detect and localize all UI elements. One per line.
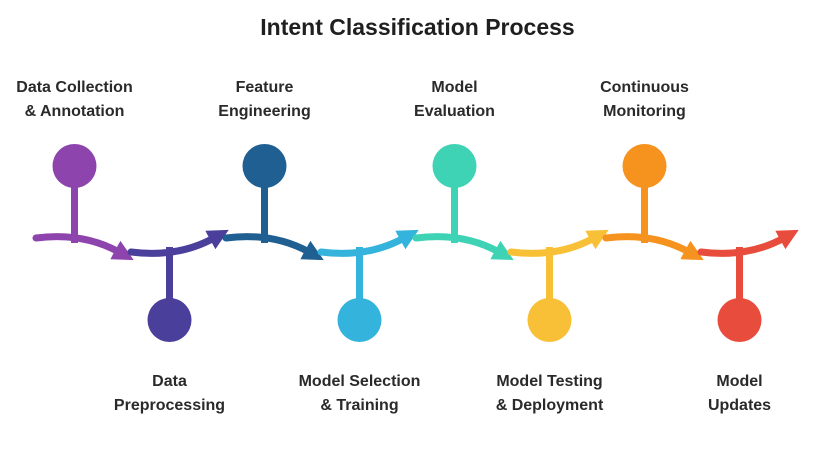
step-3 — [222, 144, 324, 261]
step-label: Data Collection & Annotation — [0, 76, 160, 124]
flow-arrow — [412, 233, 514, 261]
step-label-line2: & Deployment — [495, 397, 604, 414]
step-node — [147, 298, 192, 342]
step-node — [622, 144, 667, 188]
step-2 — [127, 229, 229, 342]
step-label: Model Selection & Training — [275, 370, 445, 418]
flow-arrow — [127, 229, 229, 257]
step-node — [717, 298, 762, 342]
step-label-line1: Model Testing — [496, 373, 603, 390]
step-node — [337, 298, 382, 342]
step-4 — [317, 229, 419, 342]
step-label-line1: Data Collection — [16, 79, 133, 96]
flow-arrow — [602, 233, 704, 261]
step-5 — [412, 144, 514, 261]
step-label-line1: Feature — [235, 79, 294, 96]
step-node — [527, 298, 572, 342]
flow-segments — [32, 144, 799, 342]
flow-arrow — [507, 229, 609, 257]
step-label-line2: Engineering — [218, 103, 311, 120]
step-label-line1: Model — [716, 373, 763, 390]
step-label-line1: Continuous — [600, 79, 689, 96]
step-label-line1: Model — [431, 79, 478, 96]
step-label-line2: & Training — [320, 397, 399, 414]
flow-arrow — [317, 229, 419, 257]
step-label-line2: Preprocessing — [113, 397, 226, 414]
step-label-line2: & Annotation — [24, 103, 125, 120]
step-8 — [697, 229, 799, 342]
step-1 — [32, 144, 134, 261]
step-label: Model Testing & Deployment — [465, 370, 635, 418]
flow-arrow — [697, 229, 799, 257]
step-label-line2: Updates — [707, 397, 772, 414]
step-7 — [602, 144, 704, 261]
step-node — [242, 144, 287, 188]
step-label-line2: Monitoring — [603, 103, 686, 120]
flow-arrow — [32, 233, 134, 261]
step-node — [52, 144, 97, 188]
step-label-line1: Data — [152, 373, 187, 390]
step-6 — [507, 229, 609, 342]
step-node — [432, 144, 477, 188]
page-title: Intent Classification Process — [260, 14, 575, 40]
flow-arrow — [222, 233, 324, 261]
step-label-line1: Model Selection — [298, 373, 421, 390]
step-label-line2: Evaluation — [414, 103, 495, 120]
